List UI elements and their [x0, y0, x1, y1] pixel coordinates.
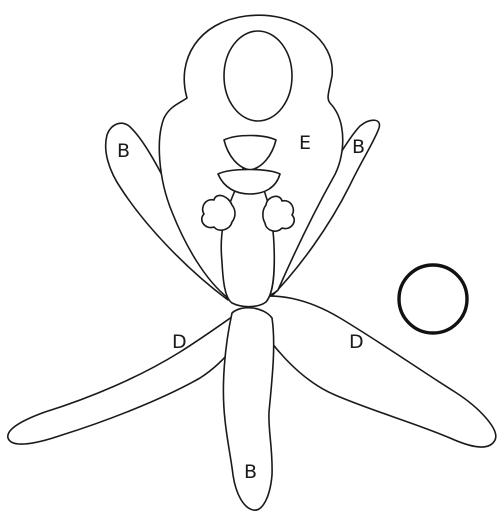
label-bottom-b: B — [244, 461, 257, 483]
label-lower-right-d: D — [349, 331, 364, 353]
left-knob — [202, 195, 235, 230]
lower-left-petal — [8, 300, 258, 444]
right-knob — [263, 196, 294, 231]
lower-right-petal — [244, 296, 496, 447]
reference-circle — [399, 265, 467, 333]
label-upper-right-b: B — [352, 136, 365, 158]
label-lower-left-d: D — [172, 331, 187, 353]
hood-oval — [224, 31, 292, 121]
label-dorsal-e: E — [299, 132, 311, 154]
label-upper-left-b: B — [117, 140, 130, 162]
